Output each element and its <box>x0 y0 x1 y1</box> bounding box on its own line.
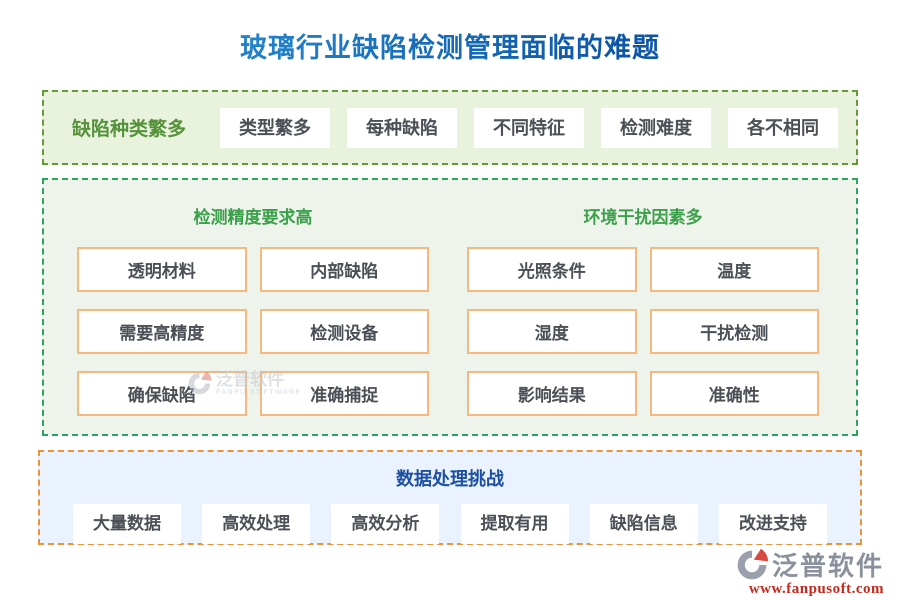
precision-box: 准确捕捉 <box>259 371 429 416</box>
environment-grid: 光照条件 温度 湿度 干扰检测 影响结果 准确性 <box>467 247 819 416</box>
fanpu-watermark: 泛普软件 FANPU SOFTWARE <box>186 370 302 397</box>
section-precision-environment: 检测精度要求高 透明材料 内部缺陷 需要高精度 检测设备 确保缺陷 准确捕捉 环… <box>42 178 858 436</box>
environment-column: 环境干扰因素多 光照条件 温度 湿度 干扰检测 影响结果 准确性 <box>467 180 819 416</box>
variety-chip: 每种缺陷 <box>347 107 457 148</box>
footer-logo-name: 泛普软件 <box>771 551 884 581</box>
precision-box: 需要高精度 <box>77 309 247 354</box>
environment-box: 光照条件 <box>467 247 637 292</box>
variety-chip: 各不相同 <box>728 107 838 148</box>
precision-header: 检测精度要求高 <box>193 208 313 227</box>
precision-box: 确保缺陷 <box>77 371 247 416</box>
defect-variety-label: 缺陷种类繁多 <box>71 119 186 140</box>
fanpu-footer-logo: 泛普软件 www.fanpusoft.com <box>734 546 884 598</box>
precision-box: 内部缺陷 <box>259 247 429 292</box>
precision-grid: 透明材料 内部缺陷 需要高精度 检测设备 确保缺陷 准确捕捉 <box>77 247 429 416</box>
data-chip: 改进支持 <box>718 504 827 544</box>
watermark-subtitle: FANPU SOFTWARE <box>216 388 302 396</box>
fanpu-logo-icon <box>188 371 212 395</box>
footer-logo-row: 泛普软件 <box>734 546 884 583</box>
variety-chip: 类型繁多 <box>220 107 330 148</box>
environment-box: 准确性 <box>649 371 819 416</box>
precision-environment-columns: 检测精度要求高 透明材料 内部缺陷 需要高精度 检测设备 确保缺陷 准确捕捉 环… <box>44 180 856 416</box>
data-processing-chip-row: 大量数据 高效处理 高效分析 提取有用 缺陷信息 改进支持 <box>40 504 860 544</box>
page-title: 玻璃行业缺陷检测管理面临的难题 <box>0 26 900 65</box>
section-data-processing: 数据处理挑战 大量数据 高效处理 高效分析 提取有用 缺陷信息 改进支持 <box>38 450 862 545</box>
section-defect-variety: 缺陷种类繁多 类型繁多 每种缺陷 不同特征 检测难度 各不相同 <box>42 90 858 165</box>
data-chip: 高效分析 <box>331 504 440 544</box>
fanpu-logo-icon <box>737 548 769 579</box>
environment-box: 影响结果 <box>467 371 637 416</box>
environment-box: 温度 <box>649 247 819 292</box>
data-processing-header: 数据处理挑战 <box>396 469 504 489</box>
precision-box: 检测设备 <box>259 309 429 354</box>
variety-chip: 检测难度 <box>601 107 711 148</box>
precision-column: 检测精度要求高 透明材料 内部缺陷 需要高精度 检测设备 确保缺陷 准确捕捉 <box>77 180 429 416</box>
precision-box: 透明材料 <box>77 247 247 292</box>
data-chip: 缺陷信息 <box>589 504 698 544</box>
variety-chip: 不同特征 <box>474 107 584 148</box>
footer-logo-url: www.fanpusoft.com <box>748 581 884 597</box>
data-chip: 大量数据 <box>73 504 181 544</box>
environment-box: 湿度 <box>467 309 637 354</box>
environment-header: 环境干扰因素多 <box>583 208 703 227</box>
environment-box: 干扰检测 <box>649 309 819 354</box>
defect-variety-chip-row: 类型繁多 每种缺陷 不同特征 检测难度 各不相同 <box>220 107 838 148</box>
data-chip: 提取有用 <box>460 504 569 544</box>
watermark-name: 泛普软件 <box>216 369 284 389</box>
data-chip: 高效处理 <box>202 504 311 544</box>
watermark-texts: 泛普软件 FANPU SOFTWARE <box>216 369 302 397</box>
